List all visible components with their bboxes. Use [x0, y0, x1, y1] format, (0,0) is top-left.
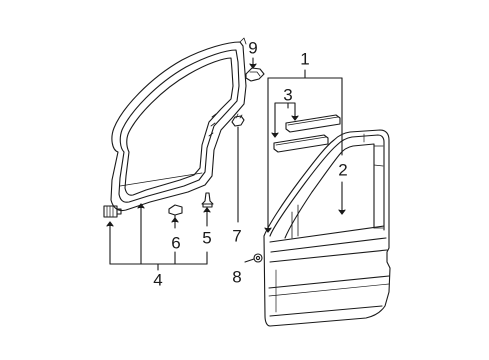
callout-4: 4 — [153, 270, 163, 290]
bracket-1 — [264, 69, 346, 233]
callout-9: 9 — [248, 38, 258, 58]
part-4-plug — [103, 205, 122, 218]
callout-5: 5 — [202, 228, 212, 248]
part-6-clip — [168, 204, 183, 229]
part-7-clip — [231, 113, 245, 223]
callout-7: 7 — [232, 226, 242, 246]
part-5-clip — [201, 192, 214, 227]
front-door-shell — [263, 129, 391, 327]
callout-2: 2 — [338, 160, 348, 180]
bracket-3 — [271, 102, 299, 138]
part-3-moldings — [273, 114, 341, 153]
callout-3: 3 — [283, 85, 293, 105]
part-4-bracket — [106, 203, 208, 271]
part-8-clip — [244, 253, 263, 263]
callout-6: 6 — [171, 233, 181, 253]
door-opening-weatherstrip — [110, 37, 247, 212]
callout-8: 8 — [232, 267, 242, 287]
part-9-clip — [245, 57, 265, 82]
callout-1: 1 — [300, 49, 310, 69]
